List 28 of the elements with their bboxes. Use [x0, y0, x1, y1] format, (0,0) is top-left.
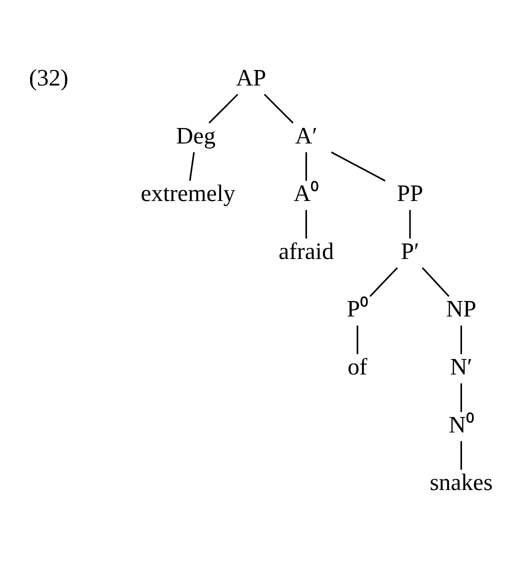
connector	[189, 152, 195, 181]
connector	[460, 326, 462, 354]
node-text: snakes	[430, 470, 493, 496]
connector	[330, 151, 386, 182]
connector	[409, 210, 411, 239]
node-text: A′	[295, 123, 318, 150]
connector	[369, 267, 398, 297]
node-text: P⁰	[346, 296, 368, 323]
connector	[264, 94, 294, 124]
node-text: N⁰	[448, 412, 474, 438]
connector	[460, 383, 462, 412]
node-text: of	[348, 354, 368, 380]
connector	[422, 267, 450, 297]
connector	[208, 94, 238, 124]
connector	[356, 326, 358, 354]
node-text: NP	[446, 296, 476, 323]
node-text: PP	[396, 181, 424, 208]
node-text: extremely	[140, 181, 236, 208]
node-text: N′	[450, 354, 472, 380]
node-text: afraid	[278, 238, 334, 265]
connector	[305, 210, 308, 239]
label: (32)	[29, 65, 68, 92]
node-text: Deg	[176, 123, 216, 150]
node-text: A⁰	[294, 181, 319, 208]
node-text: AP	[236, 65, 266, 92]
connector	[305, 152, 308, 181]
node-text: P′	[400, 238, 420, 265]
connector	[460, 441, 462, 470]
